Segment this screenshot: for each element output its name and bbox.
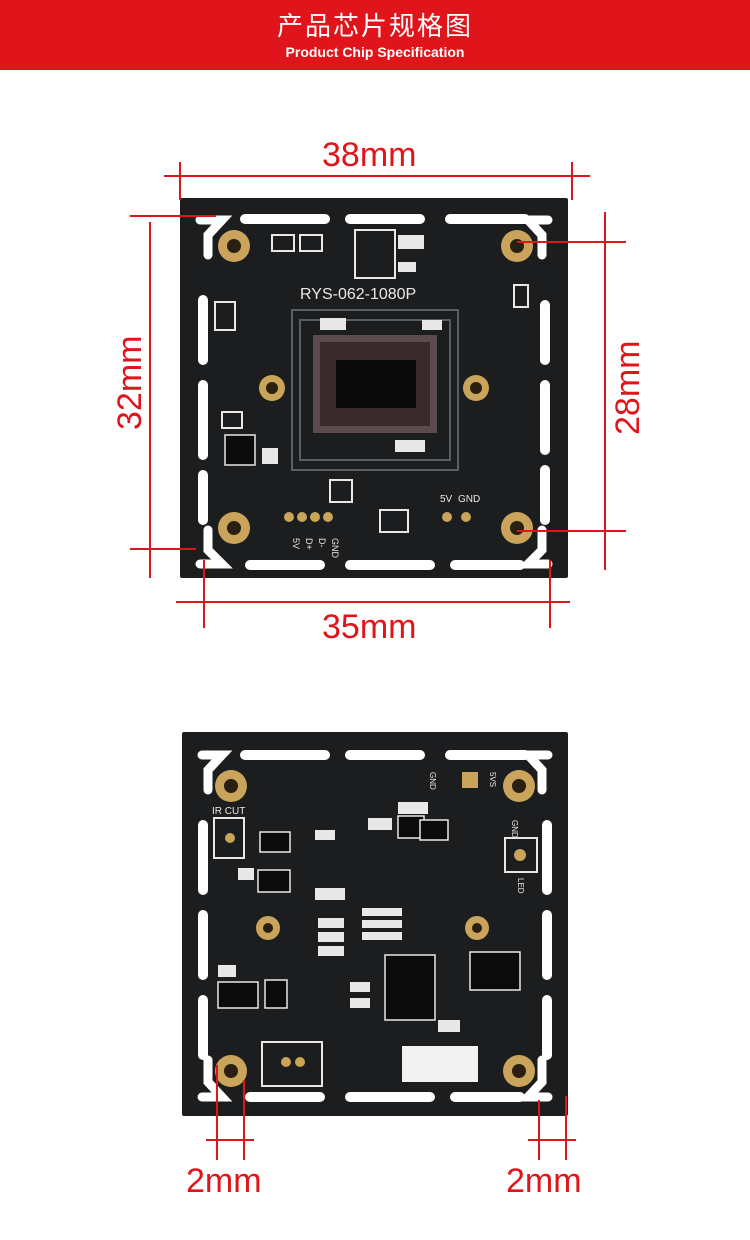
silkscreen-model: RYS-062-1080P	[300, 286, 416, 303]
header-label-dplus: D+	[304, 538, 314, 550]
header-banner: 产品芯片规格图 Product Chip Specification	[0, 0, 750, 70]
dimension-width-top: 38mm	[322, 136, 417, 174]
pin-header	[284, 512, 471, 522]
frame-slots	[198, 214, 550, 570]
header-label-5v: 5V	[291, 538, 301, 549]
components	[214, 229, 529, 533]
top-view-diagram: RYS-062-1080P 5V GND 5V D+ D- GND	[130, 162, 626, 628]
silkscreen-gnd: GND	[428, 772, 437, 790]
page-title: 产品芯片规格图	[276, 12, 473, 42]
dimension-height-right: 28mm	[609, 340, 647, 435]
dimension-width-bottom: 35mm	[322, 608, 417, 646]
dimension-right-margin: 2mm	[506, 1162, 582, 1200]
dimension-lines	[130, 162, 626, 628]
dimension-left-margin: 2mm	[186, 1162, 262, 1200]
page-subtitle: Product Chip Specification	[285, 44, 465, 60]
dimension-height-left: 32mm	[111, 335, 149, 430]
silkscreen-5vs: 5VS	[488, 772, 497, 787]
mounting-holes	[218, 230, 533, 544]
header-label-dminus: D-	[317, 538, 327, 548]
silkscreen-led: LED	[516, 878, 525, 894]
bottom-view-diagram: IR CUT GND 5VS GND LED	[182, 732, 576, 1160]
pin-label-gnd: GND	[458, 494, 480, 505]
silkscreen-gnd-right: GND	[510, 820, 519, 838]
pin-label-5v: 5V	[440, 494, 453, 505]
header-label-gnd: GND	[330, 538, 340, 559]
silkscreen-ir-cut: IR CUT	[212, 806, 245, 817]
image-sensor	[313, 335, 437, 433]
